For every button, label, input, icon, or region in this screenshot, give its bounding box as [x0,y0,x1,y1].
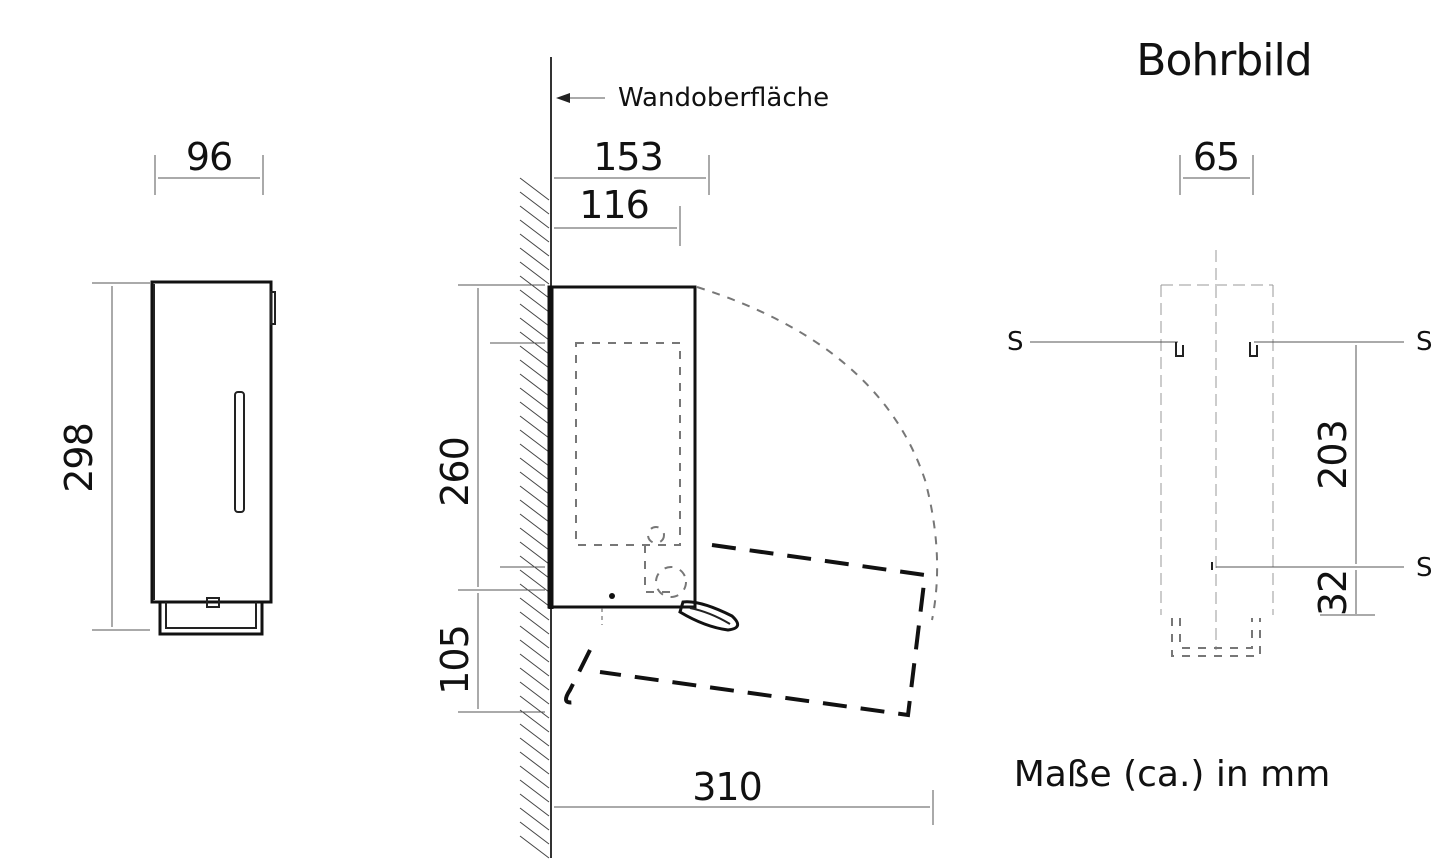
wall-hatch-line [519,695,550,719]
unit-note: Maße (ca.) in mm [1014,754,1331,795]
wall-hatch-line [519,639,550,663]
wall-hatch-line [519,191,550,215]
cartridge-outline [575,342,681,546]
wall-hatch-line [519,723,550,747]
wall-hatch-line [519,261,550,285]
fill-level-window [234,391,245,513]
bottom-offset-label: 32 [1311,570,1355,616]
wall-hatch-line [519,205,550,229]
wall-hatch-line [519,275,550,299]
wall-hatch-line [519,793,550,817]
wall-hatch-line [519,737,550,761]
wall-hatch-line [519,709,550,733]
side-height-below-label: 105 [433,625,477,695]
pump-lever [158,602,264,636]
wall-hatch-line [519,345,550,369]
wall-hatch-line [519,821,550,845]
wall-hatch-line [519,611,550,635]
wall-hatch-line [519,387,550,411]
wall-hatch-line [519,177,550,201]
dispenser-side-body [547,285,697,609]
front-view: 96 298 [57,135,276,636]
side-height-body-label: 260 [433,437,477,507]
wall-hatch-line [519,597,550,621]
wall-hatch-line [519,219,550,243]
wall-surface-label: Wandoberfläche [618,83,829,113]
wall-hatch-line [519,653,550,677]
drill-pattern-title: Bohrbild [1136,35,1311,86]
wall-hatch-line [519,401,550,425]
wall-hatch-line [519,667,550,691]
wall-hatch-line [519,485,550,509]
opened-lid-outline [599,543,928,718]
side-view: Wandoberfläche 153 116 260 105 [433,57,939,859]
side-depth-total-label: 153 [593,135,663,179]
door-swing-arc [696,286,939,621]
wall-hatch-line [519,289,550,313]
wall-hatch-line [519,541,550,565]
side-pump-lever [678,600,740,632]
dispenser-front-body [150,280,273,604]
wall-hatch-line [519,247,550,271]
wall-hatch-line [519,471,550,495]
hole-spacing-label: 65 [1193,135,1239,179]
wall-hatch-line [519,429,550,453]
wall-hatch-line [519,415,550,439]
wall-hatch-line [519,569,550,593]
wall-hatch-line [519,751,550,775]
wall-hatch-line [519,681,550,705]
vertical-spacing-label: 203 [1311,420,1355,490]
screw-label-left: S [1007,327,1024,357]
wall-hatch-line [519,373,550,397]
wall-hatch-line [519,583,550,607]
wall-hatch-line [519,513,550,537]
wall-hatch-line [519,499,550,523]
lever-outline [1171,618,1261,657]
screw-label-right: S [1416,327,1433,357]
wall-hatch-line [519,317,550,341]
wall-hatch-line [519,359,550,383]
front-height-label: 298 [57,423,101,493]
side-depth-body-label: 116 [579,183,649,227]
wall-hatch-line [519,457,550,481]
wall-hatch-line [519,443,550,467]
wall-hatch-line [519,303,550,327]
wall-hatch-line [519,835,550,859]
front-width-label: 96 [186,135,232,179]
wall-hatch-line [519,807,550,831]
screw-label-bottom: S [1416,553,1433,583]
wall-hatch-line [519,779,550,803]
wall-hatch-line [519,233,550,257]
wall-hatch-line [519,625,550,649]
wall-hatch-line [519,765,550,789]
wall-hatch-line [519,527,550,551]
drill-pattern: Bohrbild 65 S S S 203 32 [1007,35,1433,657]
side-open-reach-label: 310 [692,765,762,809]
